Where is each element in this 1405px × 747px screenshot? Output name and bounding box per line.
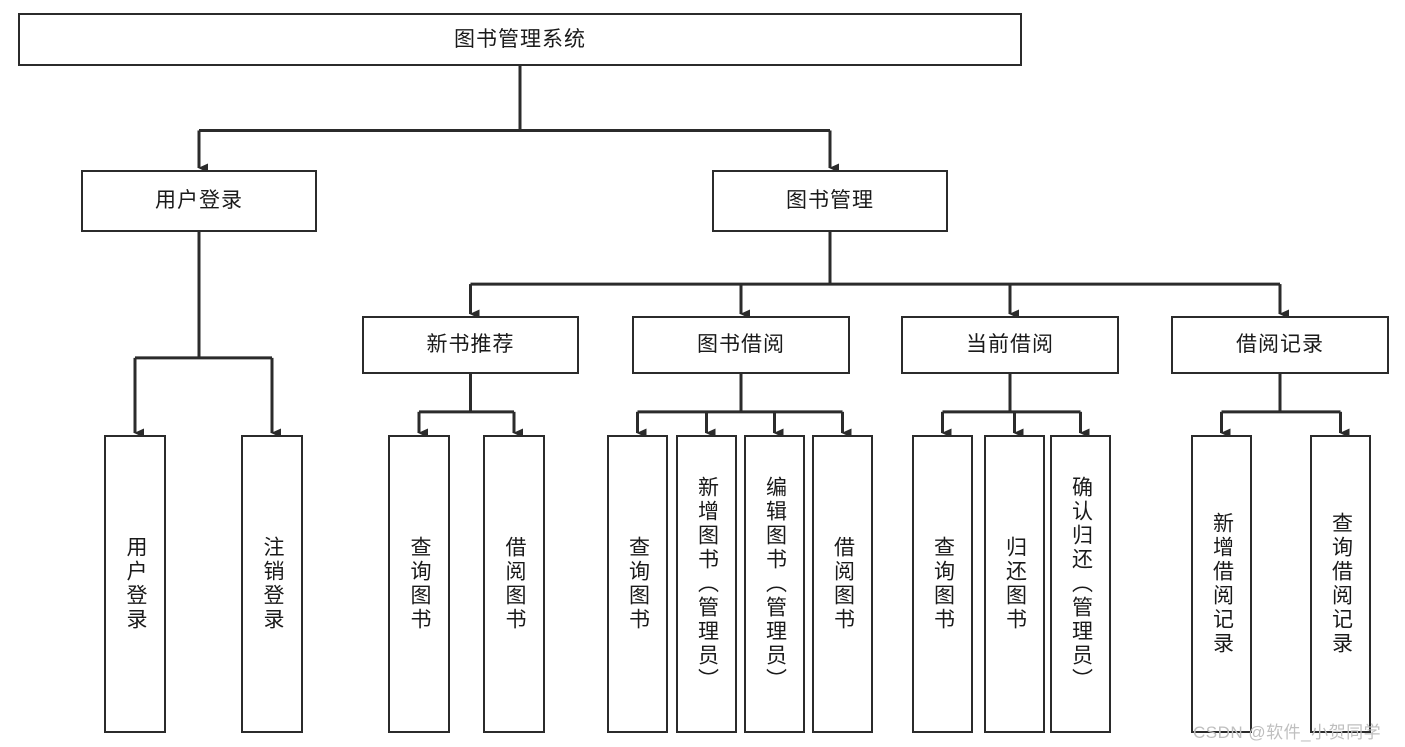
node-bookmgmt[interactable]: 图书管理 bbox=[712, 170, 948, 232]
node-label: 查询借阅记录 bbox=[1329, 512, 1353, 656]
node-n-query[interactable]: 查询图书 bbox=[388, 435, 450, 733]
node-label: 新增图书（管理员） bbox=[695, 476, 719, 692]
node-login[interactable]: 用户登录 bbox=[81, 170, 317, 232]
node-root[interactable]: 图书管理系统 bbox=[18, 13, 1022, 66]
node-current[interactable]: 当前借阅 bbox=[901, 316, 1119, 374]
node-b-edit[interactable]: 编辑图书（管理员） bbox=[744, 435, 805, 733]
node-label: 图书借阅 bbox=[697, 333, 785, 357]
csdn-watermark: CSDN @软件_小贺同学 bbox=[1193, 723, 1382, 742]
node-l-logout[interactable]: 注销登录 bbox=[241, 435, 303, 733]
node-label: 新书推荐 bbox=[426, 333, 515, 357]
node-label: 图书管理 bbox=[786, 189, 874, 213]
node-label: 归还图书 bbox=[1003, 536, 1027, 632]
node-label: 查询图书 bbox=[626, 536, 650, 632]
node-label: 用户登录 bbox=[155, 189, 243, 213]
node-records[interactable]: 借阅记录 bbox=[1171, 316, 1389, 374]
node-label: 借阅记录 bbox=[1236, 333, 1324, 357]
node-c-confirm[interactable]: 确认归还（管理员） bbox=[1050, 435, 1111, 733]
node-l-login[interactable]: 用户登录 bbox=[104, 435, 166, 733]
node-r-add[interactable]: 新增借阅记录 bbox=[1191, 435, 1252, 733]
node-label: 图书管理系统 bbox=[454, 27, 586, 51]
node-c-return[interactable]: 归还图书 bbox=[984, 435, 1045, 733]
node-label: 借阅图书 bbox=[503, 536, 526, 632]
node-label: 新增借阅记录 bbox=[1210, 512, 1234, 656]
node-label: 编辑图书（管理员） bbox=[763, 476, 787, 692]
node-newbook[interactable]: 新书推荐 bbox=[362, 316, 579, 374]
node-label: 借阅图书 bbox=[831, 536, 855, 632]
node-b-borrow[interactable]: 借阅图书 bbox=[812, 435, 873, 733]
node-n-borrow[interactable]: 借阅图书 bbox=[483, 435, 545, 733]
node-label: 当前借阅 bbox=[966, 333, 1054, 357]
node-b-query[interactable]: 查询图书 bbox=[607, 435, 668, 733]
node-r-query[interactable]: 查询借阅记录 bbox=[1310, 435, 1371, 733]
node-label: 查询图书 bbox=[931, 536, 955, 632]
node-b-add[interactable]: 新增图书（管理员） bbox=[676, 435, 737, 733]
node-c-query[interactable]: 查询图书 bbox=[912, 435, 973, 733]
node-borrowbook[interactable]: 图书借阅 bbox=[632, 316, 850, 374]
node-label: 确认归还（管理员） bbox=[1069, 476, 1093, 692]
node-label: 注销登录 bbox=[261, 536, 284, 632]
node-label: 用户登录 bbox=[124, 536, 147, 632]
node-label: 查询图书 bbox=[408, 536, 431, 632]
